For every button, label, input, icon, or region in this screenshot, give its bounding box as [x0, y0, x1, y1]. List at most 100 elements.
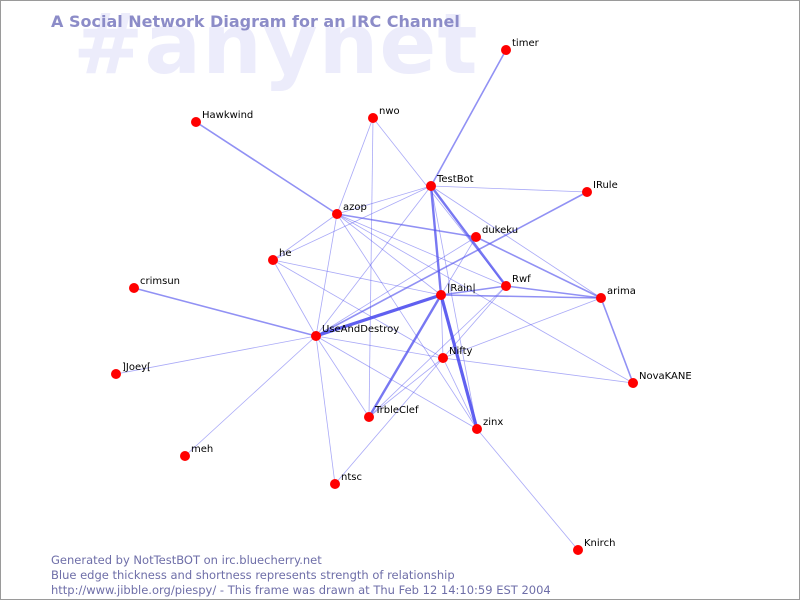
node-dot [501, 281, 511, 291]
node-label: dukeku [482, 225, 518, 236]
edge-Rain-Nifty [440, 294, 444, 359]
node-label: TestBot [436, 174, 474, 185]
edge-TestBot-UseAndDestroy [315, 185, 432, 337]
edge-azop-dukeku [336, 213, 477, 238]
edge-TestBot-azop [336, 185, 432, 215]
node-meh: meh [180, 444, 213, 461]
edge-dukeku-arima [475, 236, 602, 299]
node-label: timer [512, 38, 540, 49]
edge-Nifty-NovaKANE [442, 357, 634, 384]
node-dot [438, 353, 448, 363]
node-dot [426, 181, 436, 191]
node-UseAndDestroy: UseAndDestroy [311, 324, 399, 341]
edge-TestBot-he [272, 185, 432, 261]
node-dot [330, 479, 340, 489]
node-Rwf: Rwf [501, 274, 531, 291]
node-label: Rwf [512, 274, 531, 285]
node-label: Hawkwind [202, 110, 253, 121]
node-dot [364, 412, 374, 422]
node-IRule: IRule [582, 180, 618, 197]
node-nwo: nwo [368, 106, 400, 123]
edge-arima-Rain [440, 294, 602, 299]
node-label: azop [343, 202, 367, 213]
node-dot [596, 293, 606, 303]
edge-dukeku-UseAndDestroy [315, 236, 477, 337]
edge-timer-TestBot [430, 49, 507, 187]
node-label: ]Joey[ [122, 362, 151, 373]
node-zinx: zinx [472, 417, 503, 434]
edge-azop-zinx [336, 213, 478, 430]
node-label: he [279, 248, 292, 259]
node-dot [129, 283, 139, 293]
edge-zinx-Knirch [476, 428, 579, 551]
node-azop: azop [332, 202, 367, 219]
edge-he-Rain [272, 259, 442, 296]
edge-azop-he [272, 213, 338, 261]
edge-nwo-TrbleClef [368, 117, 374, 418]
node-Joey: ]Joey[ [111, 362, 151, 379]
node-dot [436, 290, 446, 300]
edge-Rwf-TrbleClef [368, 285, 507, 418]
node-dot [501, 45, 511, 55]
edge-UseAndDestroy-Joey [115, 335, 317, 375]
node-label: NovaKANE [639, 371, 692, 382]
node-dot [573, 545, 583, 555]
node-he: he [268, 248, 292, 265]
edge-TestBot-arima [430, 185, 602, 299]
node-Nifty: Nifty [438, 346, 473, 363]
node-label: nwo [379, 106, 400, 117]
edge-Hawkwind-azop [195, 121, 338, 215]
node-Rain: |Rain| [436, 283, 476, 300]
node-crimsun: crimsun [129, 276, 180, 293]
node-dot [311, 331, 321, 341]
node-NovaKANE: NovaKANE [628, 371, 692, 388]
edge-TestBot-zinx [430, 185, 478, 430]
footer-legend-note: Blue edge thickness and shortness repres… [51, 568, 455, 582]
edge-UseAndDestroy-meh [184, 335, 317, 457]
edge-Nifty-zinx [442, 357, 478, 430]
diagram-title: A Social Network Diagram for an IRC Chan… [51, 12, 460, 31]
edge-Rain-zinx [439, 294, 479, 430]
node-label: UseAndDestroy [322, 324, 399, 335]
edge-azop-NovaKANE [336, 213, 634, 384]
node-label: meh [191, 444, 213, 455]
edge-UseAndDestroy-Nifty [315, 335, 444, 359]
node-dot [628, 378, 638, 388]
edge-azop-Rain [336, 213, 442, 296]
edge-arima-Nifty [442, 297, 602, 359]
edge-crimsun-UseAndDestroy [133, 287, 317, 337]
node-Knirch: Knirch [573, 538, 615, 555]
node-TestBot: TestBot [426, 174, 474, 191]
edge-UseAndDestroy-zinx [315, 335, 478, 430]
edge-UseAndDestroy-ntsc [315, 335, 336, 485]
footer: Generated by NotTestBOT on irc.bluecherr… [51, 553, 551, 598]
edge-azop-Rwf [336, 213, 507, 287]
node-dot [368, 113, 378, 123]
edge-Rain-UseAndDestroy [315, 293, 442, 338]
node-label: |Rain| [447, 283, 476, 294]
node-dot [111, 369, 121, 379]
node-Hawkwind: Hawkwind [191, 110, 253, 127]
node-label: ntsc [341, 472, 362, 483]
node-label: arima [607, 286, 636, 297]
footer-frame-info: http://www.jibble.org/piespy/ - This fra… [51, 583, 551, 597]
edge-dukeku-Rain [440, 236, 477, 296]
node-dukeku: dukeku [471, 225, 518, 242]
edge-Rwf-Rain [440, 285, 507, 296]
edge-layer [115, 49, 634, 551]
edge-TestBot-IRule [430, 185, 588, 193]
node-dot [268, 255, 278, 265]
node-arima: arima [596, 286, 636, 303]
node-dot [471, 232, 481, 242]
edge-IRule-UseAndDestroy [315, 191, 588, 337]
edge-TestBot-Rain [429, 185, 443, 296]
node-timer: timer [501, 38, 540, 55]
edge-he-UseAndDestroy [272, 259, 317, 337]
edge-Nifty-ntsc [334, 357, 444, 485]
node-dot [332, 209, 342, 219]
node-ntsc: ntsc [330, 472, 362, 489]
node-dot [472, 424, 482, 434]
